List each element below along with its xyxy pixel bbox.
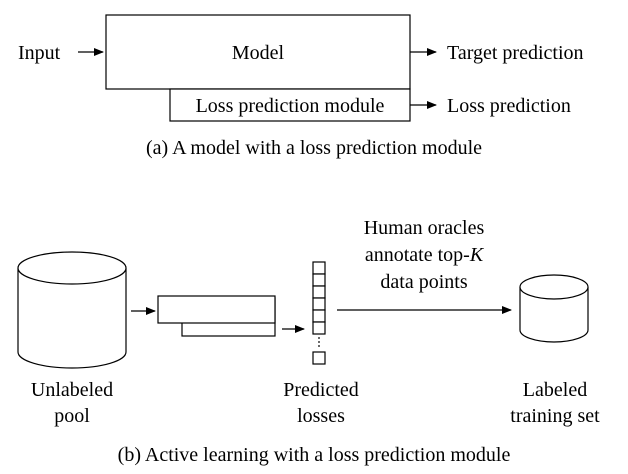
predicted-losses-label-line2: losses: [297, 405, 345, 427]
target-prediction-label: Target prediction: [447, 42, 584, 64]
labeled-set-cylinder-icon: [519, 274, 589, 343]
predicted-losses-label-line1: Predicted: [283, 379, 359, 401]
oracle-label-line2-prefix: annotate top-: [365, 244, 470, 266]
unlabeled-pool-label-line2: pool: [54, 405, 90, 427]
oracle-label-line2: annotate top-K: [365, 244, 485, 266]
oracle-label-line1: Human oracles: [364, 217, 485, 239]
panel-a: Input Model Target prediction Loss predi…: [18, 14, 584, 159]
oracle-label-k-variable: K: [469, 244, 485, 266]
loss-module-box: [169, 88, 411, 122]
model-with-loss-module-icon: [157, 295, 276, 337]
input-label: Input: [18, 42, 61, 64]
loss-module-label: Loss prediction module: [196, 95, 385, 117]
labeled-set-label-line1: Labeled: [523, 379, 587, 401]
model-label: Model: [232, 42, 285, 64]
unlabeled-pool-label-line1: Unlabeled: [31, 379, 113, 401]
loss-prediction-label: Loss prediction: [447, 95, 571, 117]
oracle-label-line3: data points: [380, 271, 467, 293]
caption-b: (b) Active learning with a loss predicti…: [118, 444, 511, 466]
unlabeled-pool-cylinder-icon: [17, 251, 127, 369]
caption-a: (a) A model with a loss prediction modul…: [146, 137, 482, 159]
predicted-losses-column-icon: [312, 261, 326, 365]
panel-b: Unlabeled pool Predicted losses Human or…: [17, 217, 600, 466]
labeled-set-label-line2: training set: [510, 405, 600, 427]
